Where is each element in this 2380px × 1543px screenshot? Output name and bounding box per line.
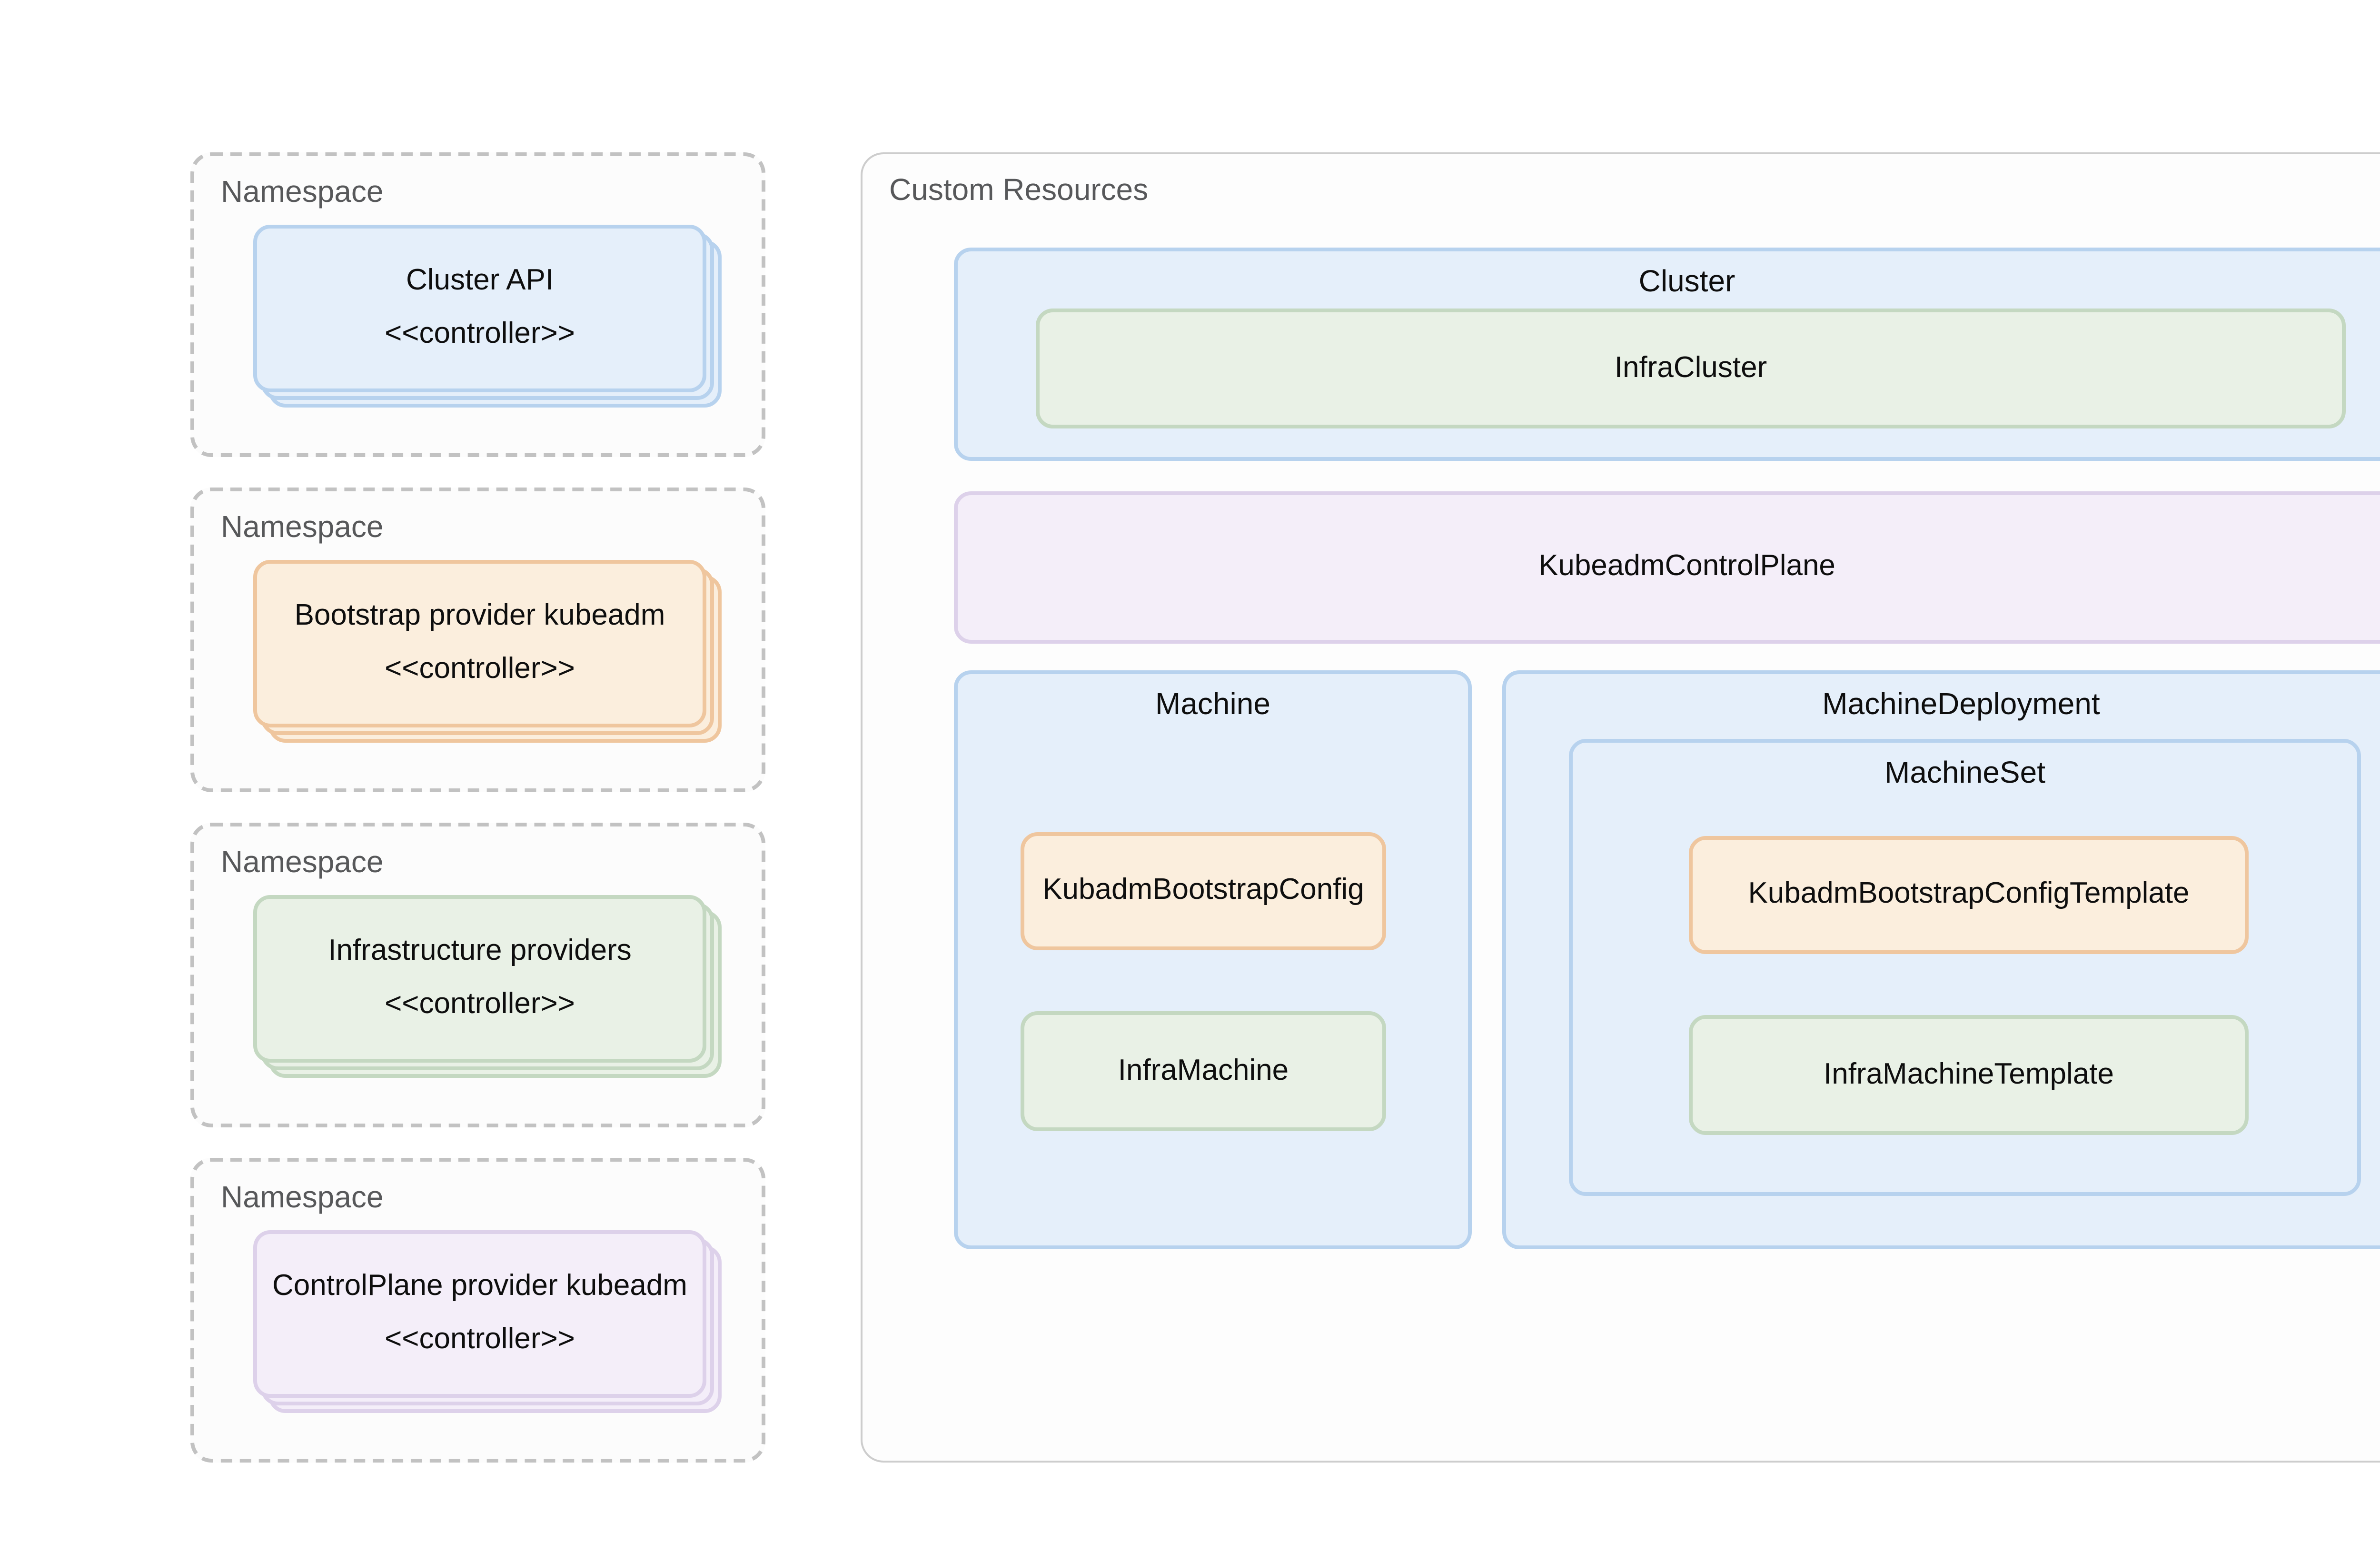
card-face: ControlPlane provider kubeadm <<controll… (253, 1230, 706, 1398)
card-stereotype: <<controller>> (385, 652, 575, 685)
namespace-box-cluster-api: Namespace Cluster API <<controller>> (190, 152, 765, 457)
machine-deployment-box-label: MachineDeployment (1822, 689, 2100, 722)
namespace-box-bootstrap-provider: Namespace Bootstrap provider kubeadm <<c… (190, 488, 765, 792)
machine-set-box: MachineSet KubadmBootstrapConfigTemplate… (1569, 739, 2361, 1196)
controller-card-cluster-api: Cluster API <<controller>> (253, 225, 722, 408)
infra-cluster-box: InfraCluster (1036, 309, 2346, 428)
card-stereotype: <<controller>> (385, 987, 575, 1020)
kubadm-bootstrap-config-box: KubadmBootstrapConfig (1021, 832, 1386, 950)
controller-card-controlplane-provider: ControlPlane provider kubeadm <<controll… (253, 1230, 722, 1413)
cluster-box: Cluster InfraCluster (954, 248, 2380, 461)
cluster-box-label: Cluster (1638, 267, 1735, 299)
card-title: Bootstrap provider kubeadm (294, 599, 665, 632)
card-title: Cluster API (406, 264, 554, 297)
custom-resources-label: Custom Resources (889, 175, 1149, 208)
card-face: Cluster API <<controller>> (253, 225, 706, 392)
infra-machine-template-box: InfraMachineTemplate (1689, 1015, 2249, 1135)
card-face: Bootstrap provider kubeadm <<controller>… (253, 560, 706, 727)
custom-resources-panel: Custom Resources Cluster InfraCluster Ku… (861, 152, 2380, 1463)
card-title: Infrastructure providers (328, 935, 632, 967)
namespace-label: Namespace (221, 177, 384, 209)
machine-box: Machine KubadmBootstrapConfig InfraMachi… (954, 670, 1472, 1249)
infra-machine-box: InfraMachine (1021, 1011, 1386, 1131)
namespace-label: Namespace (221, 847, 384, 880)
controller-card-infrastructure-providers: Infrastructure providers <<controller>> (253, 895, 722, 1078)
card-title: ControlPlane provider kubeadm (272, 1270, 687, 1303)
machine-set-box-label: MachineSet (1884, 758, 2045, 790)
namespace-label: Namespace (221, 512, 384, 545)
card-stereotype: <<controller>> (385, 317, 575, 349)
machine-box-label: Machine (1155, 689, 1270, 722)
namespace-box-infrastructure-providers: Namespace Infrastructure providers <<con… (190, 823, 765, 1127)
namespace-label: Namespace (221, 1183, 384, 1215)
card-stereotype: <<controller>> (385, 1323, 575, 1355)
namespace-box-controlplane-provider: Namespace ControlPlane provider kubeadm … (190, 1158, 765, 1463)
kubadm-bootstrap-config-template-box: KubadmBootstrapConfigTemplate (1689, 836, 2249, 954)
kubeadm-control-plane-box: KubeadmControlPlane (954, 491, 2380, 644)
machine-deployment-box: MachineDeployment MachineSet KubadmBoots… (1502, 670, 2380, 1249)
card-face: Infrastructure providers <<controller>> (253, 895, 706, 1063)
controller-card-bootstrap-provider: Bootstrap provider kubeadm <<controller>… (253, 560, 722, 743)
